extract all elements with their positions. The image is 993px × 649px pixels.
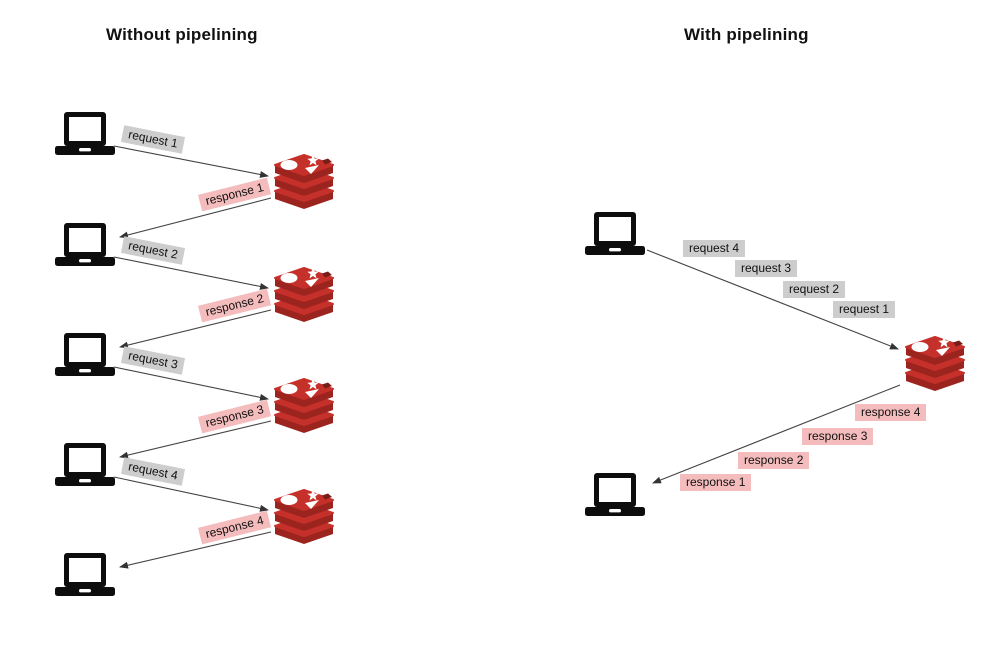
request-label: request 3: [735, 260, 798, 277]
redis-database-icon: [272, 267, 336, 323]
response-label: response 2: [738, 452, 810, 469]
laptop-icon: [55, 223, 115, 269]
redis-database-icon: [272, 489, 336, 545]
right-panel-title: With pipelining: [684, 25, 809, 44]
request-arrow-3: [113, 366, 269, 401]
response-arrow-1: [119, 197, 272, 239]
laptop-icon: [585, 473, 645, 519]
request-arrow-4: [113, 476, 269, 512]
redis-database-icon: [272, 378, 336, 434]
laptop-icon: [55, 553, 115, 599]
request-arrow-2: [113, 256, 269, 290]
request-label: request 4: [683, 240, 746, 257]
pipelined-response-arrow: [652, 384, 901, 484]
request-arrow-1: [113, 145, 269, 178]
request-label: request 1: [833, 301, 896, 318]
laptop-icon: [55, 443, 115, 489]
response-label: response 3: [802, 428, 874, 445]
request-label: request 2: [783, 281, 846, 298]
pipelined-request-arrow: [646, 249, 899, 350]
redis-database-icon: [272, 154, 336, 210]
response-arrow-3: [119, 420, 272, 459]
response-label: response 1: [680, 474, 752, 491]
response-arrow-2: [119, 309, 272, 349]
laptop-icon: [55, 333, 115, 379]
response-label: response 4: [855, 404, 927, 421]
redis-database-icon: [903, 336, 967, 392]
laptop-icon: [55, 112, 115, 158]
left-panel-title: Without pipelining: [106, 25, 258, 44]
response-arrow-4: [119, 531, 272, 569]
laptop-icon: [585, 212, 645, 258]
